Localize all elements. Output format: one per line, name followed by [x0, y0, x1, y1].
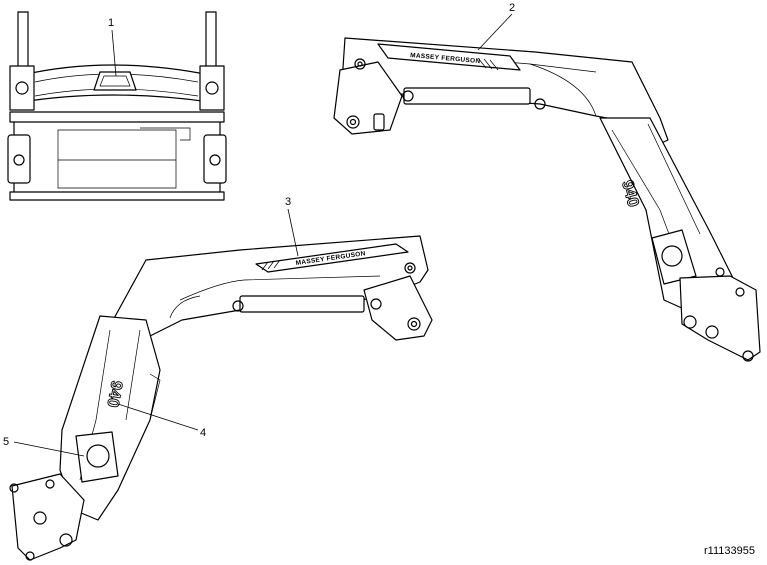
callout-2: 2 [477, 2, 515, 51]
model-decal-left: 940 [103, 379, 124, 408]
svg-text:5: 5 [3, 436, 9, 448]
svg-text:3: 3 [285, 196, 291, 208]
figure-id: r11133955 [704, 545, 755, 557]
svg-text:4: 4 [200, 427, 206, 439]
svg-text:1: 1 [108, 17, 114, 29]
svg-text:2: 2 [509, 2, 515, 14]
front-view [7, 11, 227, 201]
callout-5: 5 [3, 436, 85, 457]
callout-1: 1 [108, 17, 117, 77]
callout-3: 3 [285, 196, 299, 257]
callout-4: 4 [117, 403, 206, 439]
right-loader-arm: MASSEY FERGUSON 940 [333, 37, 761, 362]
left-loader-arm: MASSEY FERGUSON 940 [9, 235, 433, 561]
